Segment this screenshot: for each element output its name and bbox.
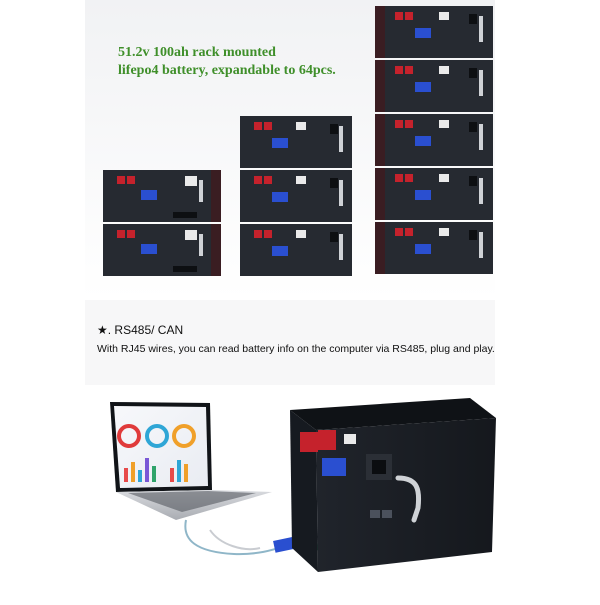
laptop bbox=[110, 402, 272, 520]
background-panel-lower bbox=[85, 300, 495, 385]
feature-block: ★. RS485/ CAN With RJ45 wires, you can r… bbox=[97, 322, 517, 357]
lcd-display bbox=[322, 458, 346, 476]
positive-terminal bbox=[300, 432, 318, 452]
battery-module bbox=[375, 168, 493, 220]
battery-module bbox=[240, 170, 352, 222]
headline-line-1: 51.2v 100ah rack mounted bbox=[118, 45, 276, 60]
battery-module bbox=[375, 60, 493, 112]
battery-module bbox=[240, 116, 352, 168]
headline: 51.2v 100ah rack mounted lifepo4 battery… bbox=[118, 44, 336, 80]
rj45-port bbox=[382, 510, 392, 518]
dashboard-gauge bbox=[145, 424, 169, 448]
headline-line-2: lifepo4 battery, expandable to 64pcs. bbox=[118, 63, 336, 78]
battery-module bbox=[240, 224, 352, 276]
dashboard-gauge bbox=[172, 424, 196, 448]
battery-stack-3 bbox=[240, 116, 352, 276]
feature-title: ★. RS485/ CAN bbox=[97, 323, 184, 337]
status-label bbox=[344, 434, 356, 444]
battery-module bbox=[103, 170, 221, 222]
rj45-port bbox=[370, 510, 380, 518]
battery-module bbox=[375, 6, 493, 58]
battery-stack-5 bbox=[375, 6, 493, 274]
feature-description: With RJ45 wires, you can read battery in… bbox=[97, 343, 495, 355]
battery-module bbox=[375, 222, 493, 274]
handle bbox=[395, 475, 422, 523]
battery-module bbox=[375, 114, 493, 166]
negative-terminal bbox=[318, 430, 336, 450]
battery-module-closeup bbox=[290, 398, 496, 572]
battery-module bbox=[103, 224, 221, 276]
battery-stack-2 bbox=[103, 170, 221, 276]
dashboard-gauge bbox=[117, 424, 141, 448]
usb-cable bbox=[209, 529, 261, 550]
